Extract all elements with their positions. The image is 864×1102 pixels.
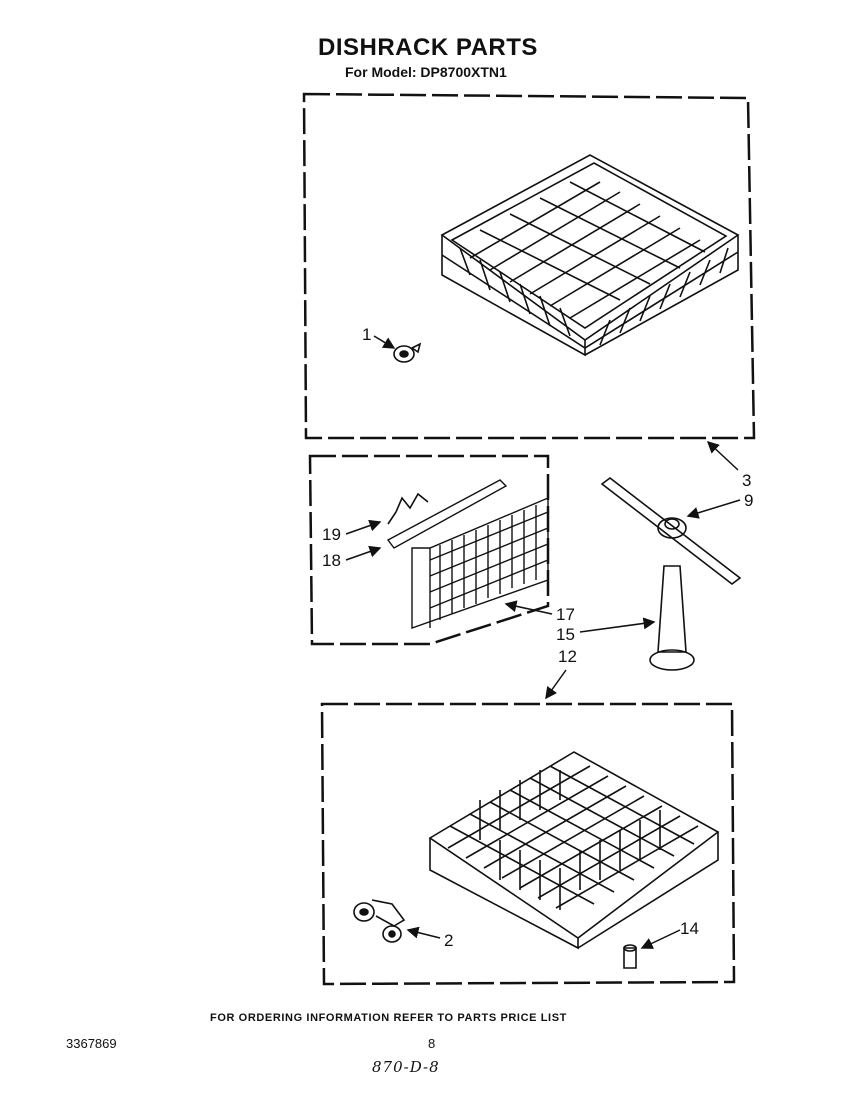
spray-arm-illustration xyxy=(600,476,742,671)
callout-leader-15 xyxy=(579,617,656,633)
callout-label-3: 3 xyxy=(742,471,751,490)
callout-leader-2 xyxy=(406,926,441,939)
lower-rack-group: 2 14 xyxy=(320,702,736,986)
callout-leader-9 xyxy=(686,499,741,519)
ordering-note: FOR ORDERING INFORMATION REFER TO PARTS … xyxy=(210,1012,567,1024)
silverware-basket-illustration xyxy=(386,479,549,629)
callout-label-18: 18 xyxy=(322,551,341,570)
rack-roller-part xyxy=(393,342,422,363)
callout-leader-3 xyxy=(706,440,739,471)
callout-leader-18 xyxy=(345,545,382,561)
callout-label-14: 14 xyxy=(680,919,699,938)
lower-dishrack-illustration xyxy=(428,751,720,950)
callout-label-1: 1 xyxy=(362,325,371,344)
handwritten-note: 870-D-8 xyxy=(372,1058,440,1076)
callout-leader-12 xyxy=(545,669,567,700)
upper-dishrack-illustration xyxy=(440,154,740,357)
callout-label-19: 19 xyxy=(322,525,341,544)
model-subtitle: For Model: DP8700XTN1 xyxy=(345,64,507,80)
upper-rack-group: 1 xyxy=(302,92,756,440)
callout-label-12: 12 xyxy=(558,647,577,666)
callout-leader-14 xyxy=(640,929,681,949)
callout-label-2: 2 xyxy=(444,931,453,950)
callout-label-17: 17 xyxy=(556,605,575,624)
page-title: DISHRACK PARTS xyxy=(318,34,538,61)
callout-leader-1 xyxy=(373,335,396,349)
page-number: 8 xyxy=(428,1036,436,1051)
silverware-basket-group: 19 18 17 xyxy=(308,454,575,646)
callout-label-15: 15 xyxy=(556,625,575,644)
wire-clip-part xyxy=(387,492,429,525)
document-number: 3367869 xyxy=(66,1036,117,1051)
tine-cap-part xyxy=(623,944,637,969)
callout-label-9: 9 xyxy=(744,491,753,510)
callout-leader-19 xyxy=(345,519,382,535)
rack-wheel-part xyxy=(353,899,406,943)
callout-leader-17 xyxy=(504,600,553,615)
